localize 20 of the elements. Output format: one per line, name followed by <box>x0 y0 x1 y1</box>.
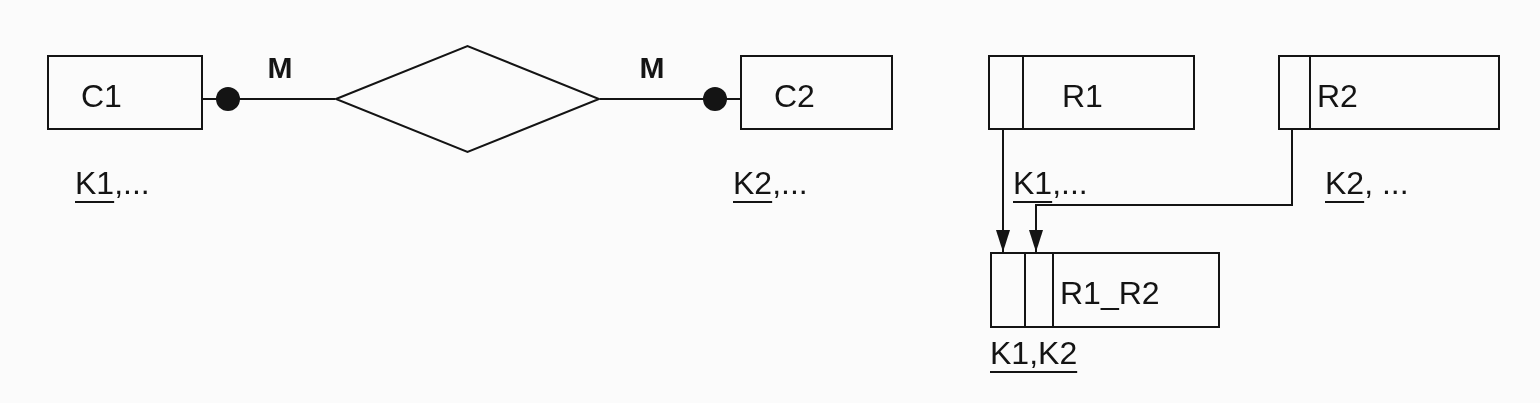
key-attributes: K1,... <box>75 165 150 202</box>
entity-box <box>47 55 203 130</box>
key-attributes: K1,... <box>1013 165 1088 202</box>
entity-name: C2 <box>774 79 815 112</box>
entity-box <box>740 55 893 130</box>
entity-box <box>988 55 1195 130</box>
entity-name: R1_R2 <box>1060 277 1160 309</box>
diamond-shape <box>335 45 600 153</box>
arrow <box>1029 129 1293 253</box>
key-attributes: K2, ... <box>1325 165 1409 202</box>
entity-box <box>1278 55 1500 130</box>
entity-name: C1 <box>81 79 122 112</box>
connector-line <box>599 87 741 111</box>
key-attributes: K2,... <box>733 165 808 202</box>
connector-line <box>202 87 336 111</box>
key-attributes: K1,K2 <box>990 335 1078 372</box>
entity-box <box>990 252 1220 328</box>
entity-name: R2 <box>1317 79 1358 112</box>
arrow <box>996 129 1010 253</box>
entity-name: R1 <box>1062 79 1103 112</box>
